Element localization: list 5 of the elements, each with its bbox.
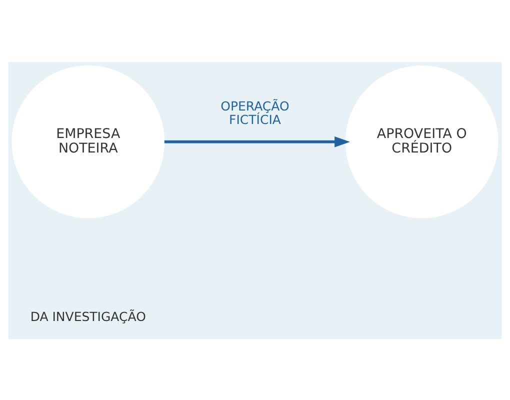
edge-label: OPERAÇÃO FICTÍCIA — [220, 98, 290, 126]
node-circle: EMPRESA NOTEIRA — [12, 64, 165, 218]
node-circle: APROVEITA O CRÉDITO — [345, 64, 498, 218]
arrow — [164, 136, 350, 147]
label: DA INVESTIGAÇÃO — [30, 308, 146, 324]
